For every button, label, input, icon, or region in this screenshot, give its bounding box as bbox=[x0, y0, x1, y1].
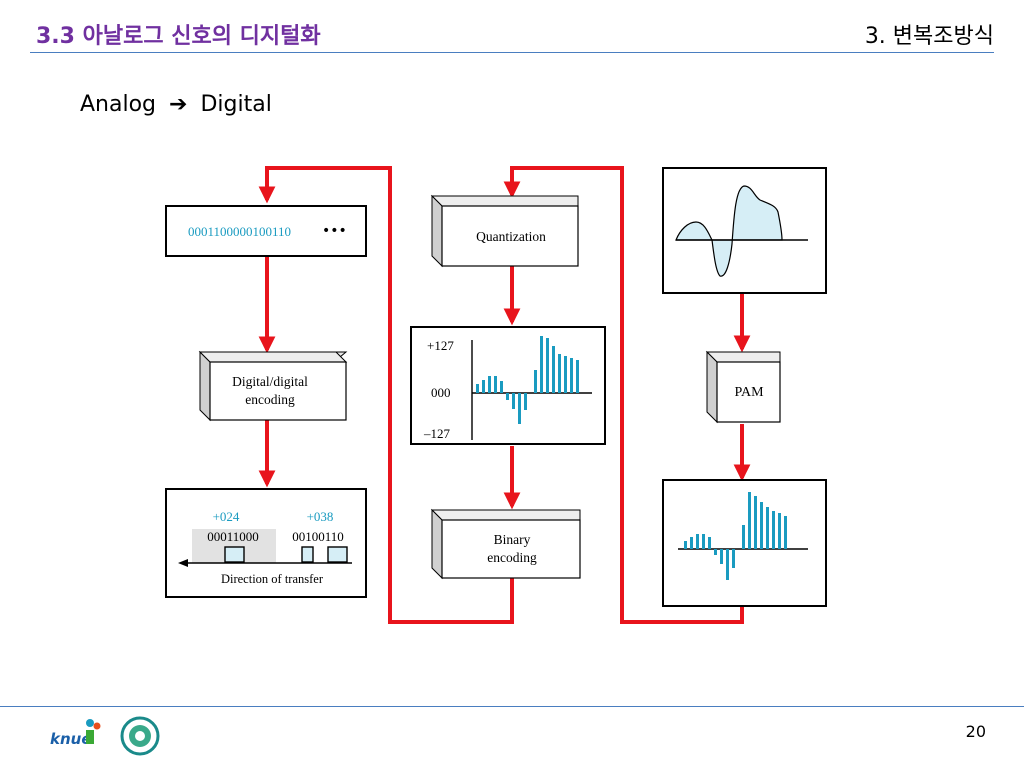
bitstream-box: 0001100000100110 ••• bbox=[165, 205, 367, 257]
code-label-1: +024 bbox=[213, 509, 240, 524]
bits-label-2: 00100110 bbox=[292, 529, 344, 544]
direction-of-transfer: Direction of transfer bbox=[221, 572, 324, 586]
bit-pulses bbox=[224, 546, 348, 563]
binary-encoding-line1: Binary bbox=[494, 532, 531, 547]
bitstream-text: 0001100000100110 bbox=[188, 224, 291, 239]
footer-rule bbox=[0, 706, 1024, 707]
subtitle-analog: Analog bbox=[80, 92, 157, 117]
plot-top-label: +127 bbox=[427, 338, 454, 353]
page-number: 20 bbox=[965, 722, 986, 741]
header-rule bbox=[30, 52, 994, 53]
knue-logo: knue bbox=[50, 716, 160, 756]
right-arrow-icon: ➔ bbox=[169, 92, 188, 117]
slide-subtitle: Analog ➔ Digital bbox=[80, 92, 272, 117]
quantization-label: Quantization bbox=[476, 229, 546, 244]
analog-signal-box bbox=[662, 167, 827, 294]
svg-text:knue: knue bbox=[50, 730, 92, 748]
digital-encoding-block: Digital/digital encoding bbox=[198, 350, 348, 422]
flow-line-pam-to-quant bbox=[503, 166, 744, 624]
bits-label-1: 00011000 bbox=[207, 529, 259, 544]
code-label-2: +038 bbox=[307, 509, 334, 524]
analog-waveform bbox=[675, 185, 783, 277]
pam-bars bbox=[684, 492, 787, 580]
flow-lines bbox=[258, 166, 751, 624]
binary-encoding-line2: encoding bbox=[487, 550, 537, 565]
chapter-title: 3. 변복조방식 bbox=[864, 24, 994, 49]
binary-encoding-block: Binary encoding bbox=[430, 508, 581, 580]
flow-line-binary-to-bits bbox=[258, 166, 514, 624]
subtitle-digital: Digital bbox=[200, 92, 272, 117]
section-title: 3.3 아날로그 신호의 디지털화 bbox=[36, 24, 321, 49]
pam-samples-box bbox=[662, 479, 827, 607]
pam-label: PAM bbox=[734, 385, 764, 400]
plot-mid-label: 000 bbox=[431, 385, 451, 400]
quantized-bars bbox=[476, 336, 579, 424]
quantization-block: Quantization bbox=[430, 194, 579, 268]
pam-block: PAM bbox=[705, 350, 781, 424]
bitstream-ellipsis: ••• bbox=[322, 223, 347, 239]
transfer-box: +024 +038 00011000 00100110 Direction of… bbox=[165, 488, 367, 598]
digital-encoding-line2: encoding bbox=[245, 392, 295, 407]
digital-encoding-line1: Digital/digital bbox=[232, 374, 308, 389]
quantized-plot-box: +127 000 –127 bbox=[410, 326, 606, 445]
plot-bottom-label: –127 bbox=[423, 426, 451, 441]
